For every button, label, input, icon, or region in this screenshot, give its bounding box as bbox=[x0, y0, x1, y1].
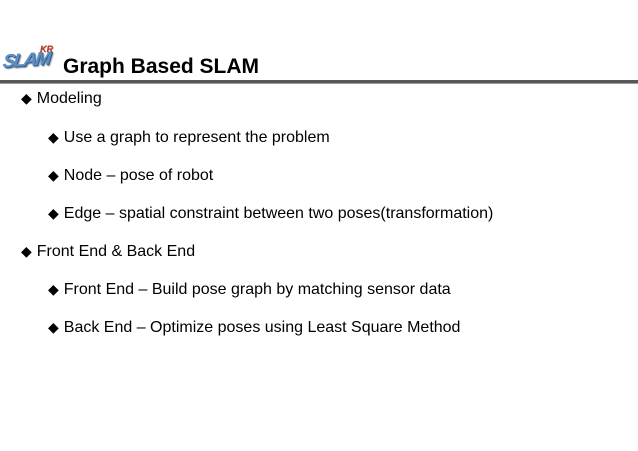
diamond-bullet-icon: ◆ bbox=[48, 167, 59, 183]
bullet-edge: ◆ Edge – spatial constraint between two … bbox=[48, 205, 493, 223]
bullet-text: Use a graph to represent the problem bbox=[63, 129, 330, 146]
bullet-back-end: ◆ Back End – Optimize poses using Least … bbox=[48, 319, 460, 337]
diamond-bullet-icon: ◆ bbox=[48, 319, 59, 335]
bullet-text: Edge – spatial constraint between two po… bbox=[63, 205, 494, 222]
slide-title: Graph Based SLAM bbox=[63, 55, 260, 78]
title-divider-rule bbox=[0, 80, 638, 84]
bullet-front-end-back-end: ◆ Front End & Back End bbox=[21, 243, 195, 261]
diamond-bullet-icon: ◆ bbox=[21, 90, 32, 106]
bullet-text: Modeling bbox=[36, 90, 102, 107]
bullet-text: Front End – Build pose graph by matching… bbox=[63, 281, 451, 298]
diamond-bullet-icon: ◆ bbox=[48, 129, 59, 145]
bullet-front-end: ◆ Front End – Build pose graph by matchi… bbox=[48, 281, 451, 299]
diamond-bullet-icon: ◆ bbox=[48, 205, 59, 221]
logo-kr-superscript: KR bbox=[40, 44, 53, 54]
slam-kr-logo: SLAM KR bbox=[2, 44, 60, 80]
diamond-bullet-icon: ◆ bbox=[48, 281, 59, 297]
bullet-node: ◆ Node – pose of robot bbox=[48, 167, 213, 185]
diamond-bullet-icon: ◆ bbox=[21, 243, 32, 259]
bullet-text: Node – pose of robot bbox=[63, 167, 214, 184]
bullet-use-a-graph: ◆ Use a graph to represent the problem bbox=[48, 129, 330, 147]
bullet-text: Front End & Back End bbox=[36, 243, 196, 260]
bullet-text: Back End – Optimize poses using Least Sq… bbox=[63, 319, 461, 336]
bullet-modeling: ◆ Modeling bbox=[21, 90, 102, 108]
